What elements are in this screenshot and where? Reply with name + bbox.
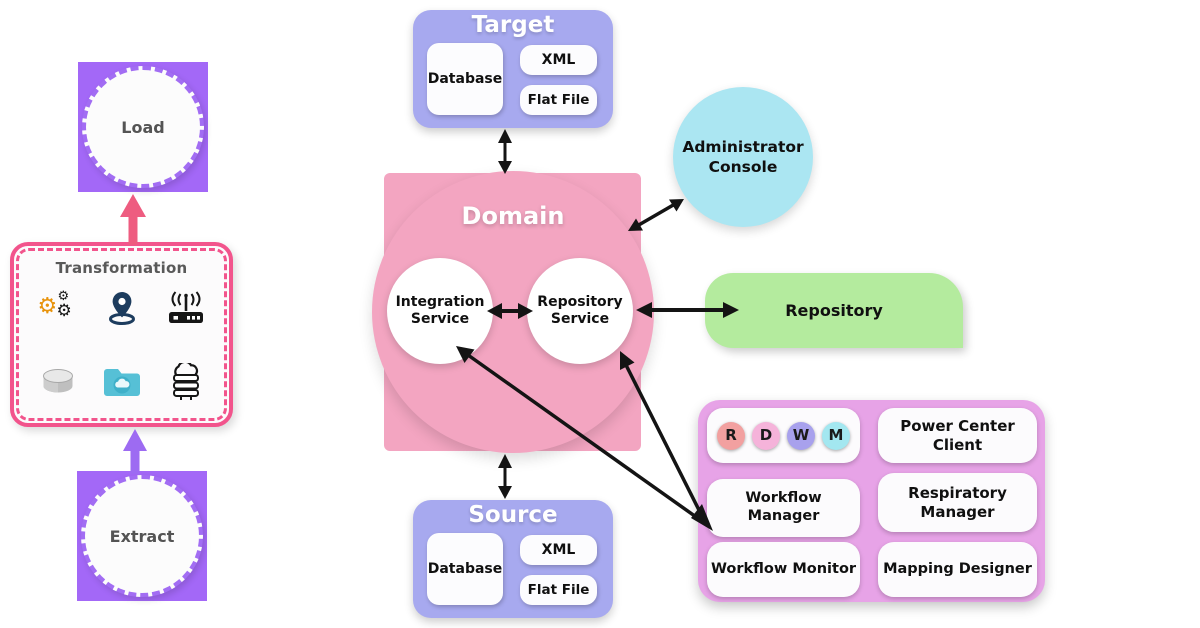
cloud-server-icon	[162, 363, 210, 401]
source-title: Source	[468, 502, 558, 528]
extract-to-transformation-arrow	[123, 429, 147, 474]
repository-label: Repository	[785, 301, 883, 320]
source-flat-file-card: Flat File	[520, 575, 597, 605]
integration-service-label: Integration Service	[395, 293, 485, 328]
target-flat-file-card: Flat File	[520, 85, 597, 115]
administrator-console-label: Administrator Console	[682, 137, 804, 176]
administrator-console-node: Administrator Console	[673, 87, 813, 227]
mapping-designer-card: Mapping Designer	[878, 542, 1037, 597]
repository-node: Repository	[705, 273, 963, 348]
source-box: Source Database XML Flat File	[413, 500, 613, 618]
transformation-to-load-arrow	[120, 194, 146, 245]
transformation-box: Transformation ⚙ ⚙ ⚙	[10, 242, 233, 427]
target-xml-card: XML	[520, 45, 597, 75]
transformation-label: Transformation	[55, 259, 188, 277]
database-cylinder-icon	[34, 363, 82, 401]
domain-title: Domain	[461, 202, 565, 230]
domain-target-arrow	[498, 129, 512, 174]
extract-label: Extract	[109, 526, 175, 546]
wireless-router-icon	[162, 289, 210, 327]
badge-w: W	[787, 421, 815, 450]
respiratory-manager-card: Respiratory Manager	[878, 473, 1037, 532]
load-node: Load	[82, 66, 204, 188]
badge-d: D	[752, 421, 780, 450]
workflow-manager-card: Workflow Manager	[707, 479, 860, 537]
repository-service-label: Repository Service	[537, 293, 623, 328]
badge-m: M	[822, 421, 850, 450]
power-center-client-card: Power Center Client	[878, 408, 1037, 463]
load-label: Load	[121, 117, 165, 137]
source-database-card: Database	[427, 533, 503, 605]
extract-node: Extract	[81, 475, 203, 597]
transformation-icons-row2	[14, 363, 229, 401]
badge-r: R	[717, 421, 745, 450]
workflow-monitor-card: Workflow Monitor	[707, 542, 860, 597]
source-xml-card: XML	[520, 535, 597, 565]
target-box: Target Database XML Flat File	[413, 10, 613, 128]
folder-cloud-icon	[98, 363, 146, 401]
gears-icon: ⚙ ⚙ ⚙	[37, 289, 72, 321]
target-title: Target	[471, 12, 555, 38]
source-domain-arrow	[498, 454, 512, 499]
power-center-client-panel: R D W M Power Center Client Workflow Man…	[698, 400, 1045, 602]
transformation-icons-row1: ⚙ ⚙ ⚙	[14, 289, 229, 327]
repository-service-node: Repository Service	[527, 258, 633, 364]
integration-service-node: Integration Service	[387, 258, 493, 364]
target-database-card: Database	[427, 43, 503, 115]
rdwm-badges-card: R D W M	[707, 408, 860, 463]
location-pin-icon	[98, 289, 146, 327]
